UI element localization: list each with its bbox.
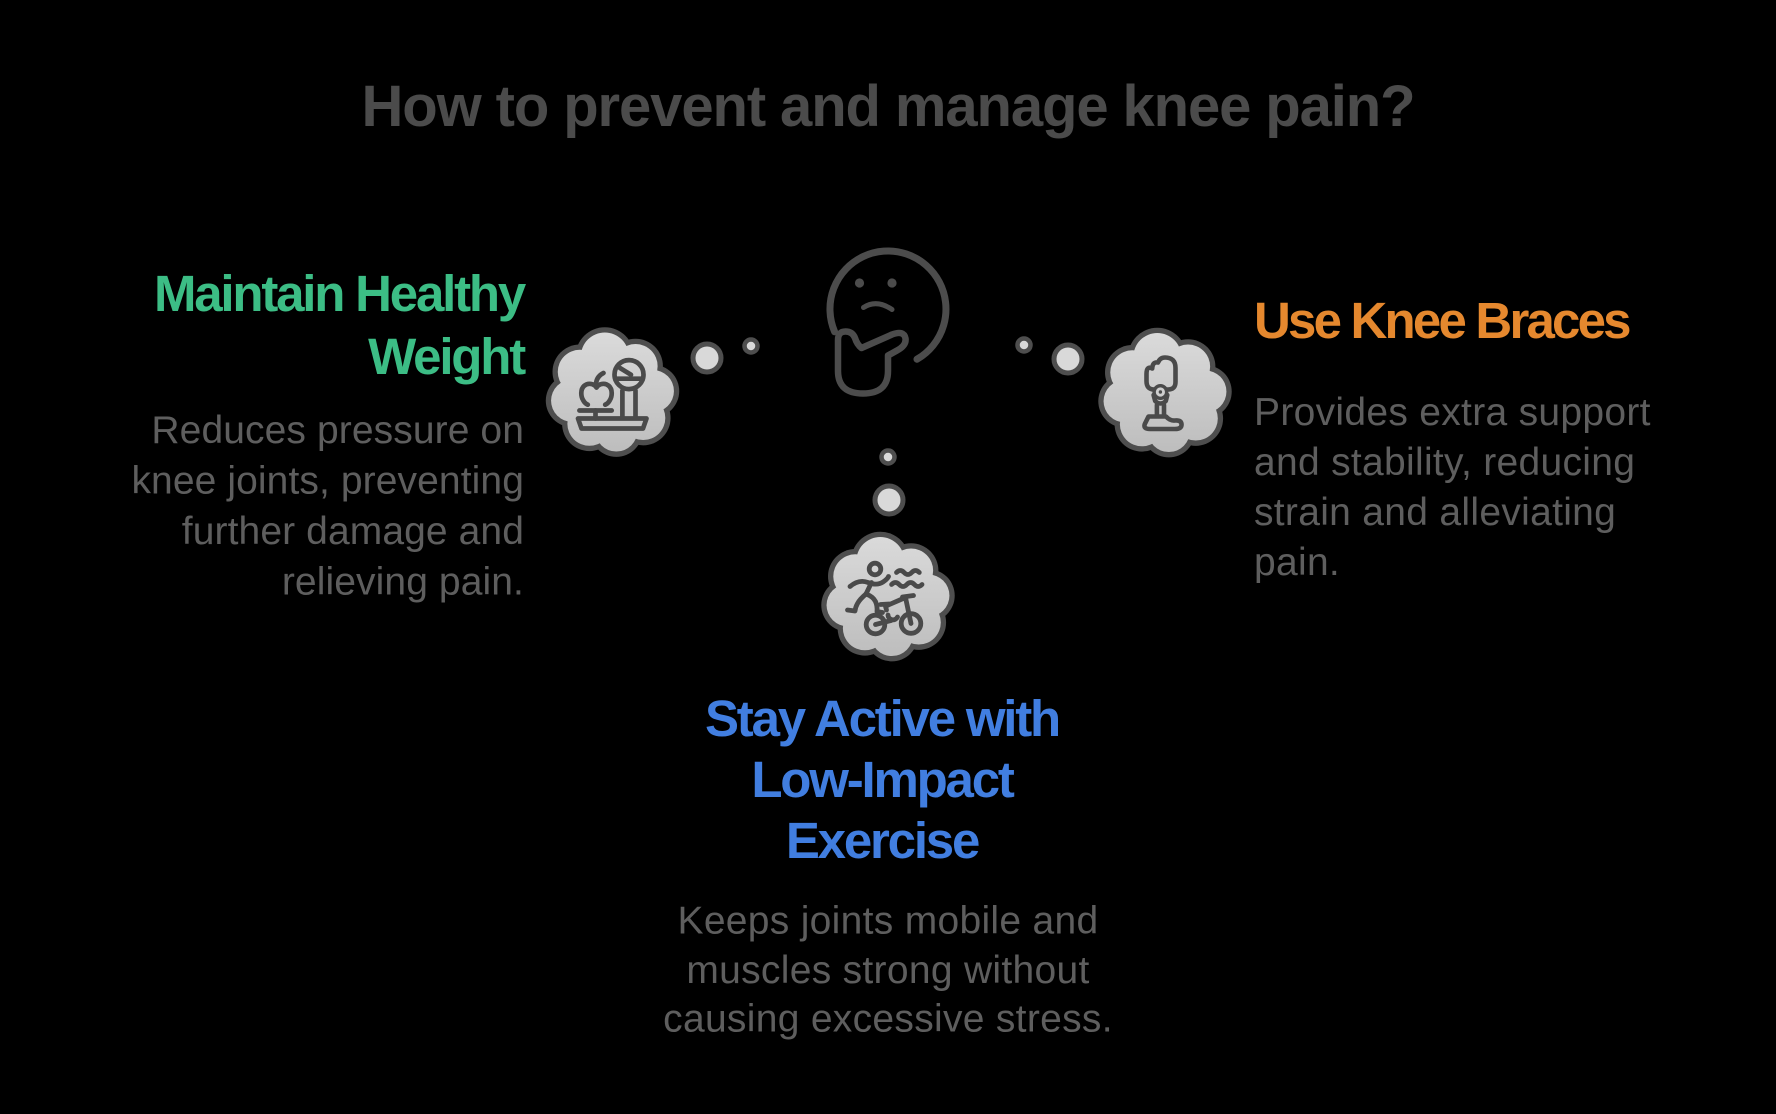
svg-text:Exercise: Exercise [786, 812, 979, 869]
svg-text:Keeps joints mobile and: Keeps joints mobile and [678, 900, 1099, 943]
svg-text:Maintain Healthy: Maintain Healthy [154, 265, 527, 322]
svg-text:and stability, reducing: and stability, reducing [1254, 441, 1635, 484]
svg-text:pain.: pain. [1254, 541, 1340, 584]
svg-text:further damage and: further damage and [182, 510, 524, 553]
svg-text:Reduces pressure on: Reduces pressure on [151, 409, 524, 452]
svg-text:Weight: Weight [368, 328, 526, 385]
svg-text:How to prevent and manage knee: How to prevent and manage knee pain? [362, 74, 1415, 139]
svg-text:muscles strong without: muscles strong without [686, 949, 1089, 992]
svg-text:Low-Impact: Low-Impact [751, 751, 1015, 808]
svg-text:relieving pain.: relieving pain. [282, 561, 524, 604]
svg-text:Stay Active with: Stay Active with [705, 690, 1059, 747]
svg-text:causing excessive stress.: causing excessive stress. [663, 998, 1113, 1041]
svg-text:Provides extra support: Provides extra support [1254, 391, 1651, 434]
svg-text:Use Knee Braces: Use Knee Braces [1254, 292, 1630, 349]
svg-text:strain and alleviating: strain and alleviating [1254, 491, 1616, 534]
svg-text:knee joints, preventing: knee joints, preventing [131, 460, 524, 503]
